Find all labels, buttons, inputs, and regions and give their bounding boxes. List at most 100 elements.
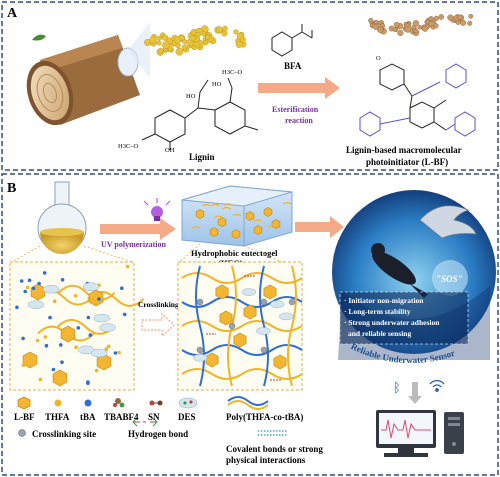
precursor-chain	[57, 284, 116, 301]
lbf-sphere	[433, 23, 439, 29]
precursor-lbf-hexagon	[96, 353, 112, 371]
legend-thfa: THFA	[45, 412, 70, 422]
crosslinking-arrow	[141, 312, 175, 338]
product-label-2: photoinitiator (L-BF)	[366, 157, 448, 167]
uv-arrow	[100, 218, 176, 240]
reaction-label-1: Esterification	[272, 105, 319, 114]
legend-tbabf4: TBABF4	[104, 412, 139, 422]
monomer-dot	[37, 281, 41, 286]
des-droplet	[82, 282, 100, 291]
lbf-sphere	[457, 14, 463, 20]
lbf-sphere	[372, 23, 379, 30]
gel-hexagon	[263, 207, 273, 217]
lignin-sphere	[222, 25, 228, 32]
crosslinking-site	[196, 346, 204, 354]
chem-oh2: HO	[186, 93, 196, 100]
des-droplet	[90, 348, 108, 358]
des-droplet	[99, 323, 116, 332]
lignin-sphere	[221, 30, 228, 37]
monomer-dot	[120, 286, 124, 291]
crosslinking-label: Crosslinking	[138, 300, 179, 309]
uv-label: UV polymerization	[101, 240, 167, 249]
legend-covalent-1: Covalent bonds or strong	[226, 444, 323, 454]
heg-label-1: Hydrophobic eutectogel	[191, 248, 278, 258]
lignin-sphere	[239, 36, 246, 43]
monomer-dot	[59, 343, 63, 347]
lignin-sphere	[235, 41, 243, 48]
lignin-structure	[141, 77, 259, 150]
lignin-sphere	[161, 34, 169, 41]
reaction-arrow	[258, 77, 340, 99]
lbf-sphere	[377, 26, 384, 33]
legend-sn: SN	[148, 412, 160, 422]
gel-chain	[214, 215, 223, 219]
des-droplet	[93, 313, 111, 323]
des-droplet	[241, 288, 257, 296]
legend-lbf: L-BF	[14, 412, 35, 422]
to-sensor-arrow	[295, 216, 344, 238]
sos-label: "SOS"	[436, 274, 463, 284]
bfa-label: BFA	[284, 61, 302, 71]
polymer-chain	[181, 272, 303, 284]
uv-lamp-icon	[143, 198, 171, 221]
lbf-sphere	[438, 14, 445, 20]
panel-a-label: A	[7, 6, 18, 21]
wood-log-icon	[26, 34, 140, 126]
monomer-dot	[125, 264, 130, 269]
eutectogel-block	[181, 185, 293, 247]
network-lbf-hexagon	[233, 332, 247, 348]
bluetooth-icon: ᛒ	[393, 381, 401, 396]
legend-des-icon	[178, 397, 198, 409]
gel-chain	[223, 203, 233, 206]
monomer-dot	[35, 338, 40, 343]
precursor-lbf-hexagon	[30, 283, 46, 301]
gel-chain	[191, 226, 201, 229]
des-droplet	[270, 300, 285, 308]
polymer-chain	[195, 265, 205, 387]
lignin-sphere	[189, 35, 196, 42]
lignin-sphere	[156, 40, 162, 46]
lbf-sphere	[468, 13, 474, 19]
lignin-sphere	[175, 47, 184, 56]
gel-chain	[222, 206, 231, 210]
gel-hexagon	[195, 209, 205, 219]
legend-poly-icon-yellow	[227, 400, 269, 410]
gel-hexagon	[245, 211, 255, 221]
legend-lbf-icon	[17, 396, 31, 410]
diver-icon	[372, 251, 416, 285]
monomer-dot	[21, 363, 26, 367]
monomer-dot	[76, 326, 81, 330]
chem-o: O	[376, 55, 381, 62]
legend-poly-icon-blue	[227, 396, 269, 406]
zoom-cone	[128, 22, 150, 78]
gel-chain	[201, 203, 211, 207]
zoom-lines-left	[11, 245, 133, 263]
monomer-dot	[43, 335, 48, 339]
gel-chain	[282, 202, 292, 205]
legend-poly: Poly(THFA-co-tBA)	[226, 412, 303, 422]
legend-thfa-icon	[54, 399, 62, 407]
legend-des: DES	[178, 412, 196, 422]
feature-3: · Strong underwater adhesion	[344, 318, 440, 327]
polymer-chain	[181, 296, 303, 308]
lignin-molecule-cluster	[144, 25, 247, 56]
monomer-dot	[15, 305, 19, 310]
lbf-sphere	[397, 30, 404, 37]
legend-tba-icon	[84, 399, 92, 407]
network-lbf-hexagon	[205, 352, 219, 368]
monomer-dot	[86, 315, 91, 320]
shark-icon	[419, 205, 477, 239]
lbf-sphere	[455, 19, 461, 25]
lignin-sphere	[173, 36, 181, 44]
lbf-sphere	[447, 14, 454, 21]
precursor-lbf-hexagon	[60, 325, 76, 343]
lbf-sphere	[368, 18, 374, 24]
wifi-icon	[429, 380, 445, 392]
network-lbf-hexagon	[263, 284, 277, 300]
gel-chain	[253, 219, 263, 222]
monomer-dot	[106, 360, 110, 365]
lbf-molecule-cluster	[368, 13, 474, 37]
product-label-1: Lignin-based macromolecular	[346, 145, 462, 155]
crosslinking-site	[260, 298, 268, 306]
crosslinked-network	[181, 265, 303, 387]
